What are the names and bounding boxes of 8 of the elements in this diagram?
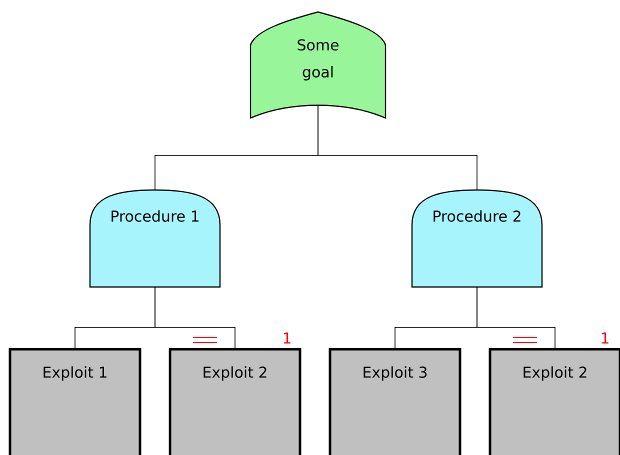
tree-connector [318,105,478,190]
exploit-box: Exploit 2 [168,348,302,455]
exploit-box: Exploit 1 [8,348,142,455]
count-label: 1 [284,332,290,344]
exploit-box: Exploit 2 [488,348,620,455]
exploit-box: Exploit 3 [328,348,462,455]
tree-connector [476,287,556,348]
tree-connector [154,287,236,348]
